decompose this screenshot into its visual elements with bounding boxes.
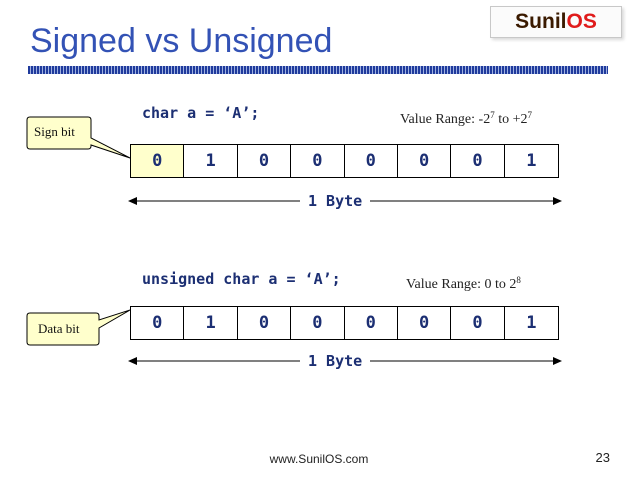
bit-cell: 0 [238, 307, 292, 339]
unsigned-code-line: unsigned char a = ‘A’; [142, 270, 341, 288]
unsigned-value-range: Value Range: 0 to 28 [406, 275, 521, 293]
logo-text-part2: OS [566, 10, 597, 33]
signed-value-range: Value Range: -27 to +27 [400, 110, 532, 128]
brand-logo: SunilOS [490, 6, 622, 38]
signed-range-prefix: Value Range: -2 [400, 112, 491, 127]
bit-cell: 0 [345, 307, 398, 339]
bit-cell: 1 [526, 313, 537, 333]
data-bit-callout: Data bit [26, 309, 131, 346]
bit-cell: 1 [184, 307, 238, 339]
data-bit-label: Data bit [38, 321, 80, 336]
unsigned-range-exponent: 8 [516, 275, 521, 285]
signed-code-line: char a = ‘A’; [142, 104, 260, 122]
bit-cell: 0 [345, 145, 398, 177]
bit-cell: 0 [291, 307, 345, 339]
unsigned-byte-label: 1 Byte [300, 352, 371, 370]
signed-range-exponent-2: 7 [527, 110, 533, 120]
bit-cell: 0 [131, 307, 185, 339]
footer-url: www.SunilOS.com [269, 452, 369, 466]
sign-bit-callout-shape [26, 116, 131, 159]
bit-cell: 0 [398, 145, 452, 177]
title-divider [28, 66, 608, 74]
bit-cell: 0 [451, 307, 505, 339]
bit-cell: 0 [451, 145, 505, 177]
bit-cell: 0 [131, 145, 185, 177]
bit-cell: 0 [238, 145, 292, 177]
bit-cell: 1 [526, 151, 537, 171]
unsigned-range-prefix: Value Range: 0 to 2 [406, 277, 517, 292]
bit-cell: 0 [291, 145, 345, 177]
unsigned-byte-bits: 0 1 0 0 0 0 0 1 [130, 306, 559, 340]
sign-bit-callout: Sign bit [26, 116, 131, 159]
bit-cell: 0 [398, 307, 452, 339]
signed-byte-label: 1 Byte [300, 192, 371, 210]
signed-byte-bits: 0 1 0 0 0 0 0 1 [130, 144, 559, 178]
logo-text-part1: Sunil [515, 10, 567, 33]
slide-title: Signed vs Unsigned [30, 22, 333, 60]
page-number: 23 [595, 450, 610, 465]
bit-cell: 1 [184, 145, 238, 177]
data-bit-callout-shape [26, 309, 131, 346]
signed-range-exponent-1: 7 [490, 110, 495, 120]
sign-bit-label: Sign bit [34, 124, 75, 139]
signed-range-mid: to +2 [494, 112, 528, 127]
